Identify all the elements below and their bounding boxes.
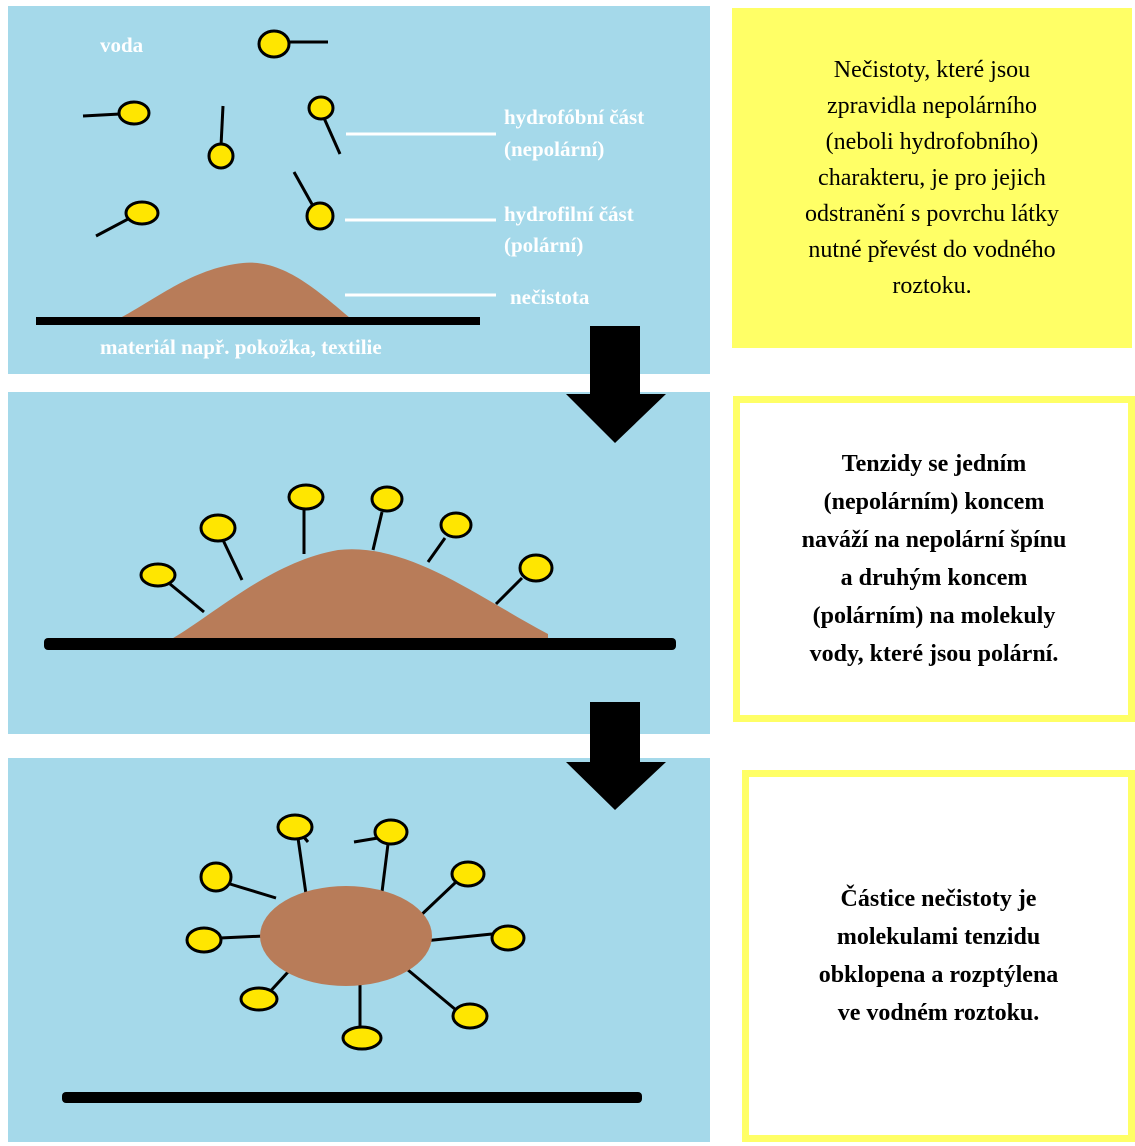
dirt-mound <box>120 263 350 318</box>
material-surface <box>62 1092 642 1103</box>
hydrophilic-sublabel: (polární) <box>504 230 583 260</box>
info-box-text: Nečistoty, které jsou zpravidla nepolárn… <box>805 52 1059 304</box>
surfactant-molecule <box>83 102 149 124</box>
panel-dispersed-state <box>8 758 710 1142</box>
dirt-mound <box>166 549 548 642</box>
dirt-particle <box>260 886 432 986</box>
surfactant-molecule <box>241 972 288 1010</box>
down-arrow <box>566 326 666 446</box>
surfactant-molecule <box>96 202 158 236</box>
surfactant-molecule <box>354 820 407 844</box>
surfactant-molecule <box>201 863 276 898</box>
surfactant-molecule <box>408 970 487 1028</box>
surfactant-molecule <box>418 862 484 918</box>
surfactant-molecule <box>259 31 328 57</box>
surfactant-molecule <box>343 983 381 1049</box>
surfactant-molecule <box>309 97 340 154</box>
surfactant-molecule <box>289 485 323 554</box>
material-label: materiál např. pokožka, textilie <box>100 332 382 362</box>
info-box-dirt-character: Nečistoty, které jsou zpravidla nepolárn… <box>732 8 1132 348</box>
surfactant-molecule <box>496 555 552 604</box>
down-arrow <box>566 702 666 812</box>
panel-initial-drawing <box>8 6 710 374</box>
hydrophobic-label: hydrofóbní část <box>504 102 644 132</box>
info-box-text: Částice nečistoty je molekulami tenzidu … <box>819 880 1059 1032</box>
surfactant-molecule <box>187 928 264 952</box>
surfactant-molecule <box>428 513 471 562</box>
info-box-text: Tenzidy se jedním (nepolárním) koncem na… <box>802 445 1067 673</box>
info-box-surfactant-binding: Tenzidy se jedním (nepolárním) koncem na… <box>733 396 1135 722</box>
panel-dispersed-drawing <box>8 758 710 1142</box>
info-box-dispersion: Částice nečistoty je molekulami tenzidu … <box>742 770 1135 1142</box>
surfactant-molecule <box>278 815 312 842</box>
hydrophilic-label: hydrofilní část <box>504 199 634 229</box>
hydrophobic-sublabel: (nepolární) <box>504 134 604 164</box>
material-surface <box>36 317 480 325</box>
surfactant-molecule <box>294 172 333 229</box>
panel-initial-state: voda hydrofóbní část (nepolární) hydrofi… <box>8 6 710 374</box>
material-surface <box>44 638 676 650</box>
surfactant-molecule <box>424 926 524 950</box>
surfactant-molecule <box>209 106 233 168</box>
surfactant-molecule <box>372 487 402 550</box>
surfactant-molecule <box>201 515 242 580</box>
surfactant-molecule <box>141 564 204 612</box>
dirt-label: nečistota <box>510 282 589 312</box>
water-label: voda <box>100 30 143 60</box>
